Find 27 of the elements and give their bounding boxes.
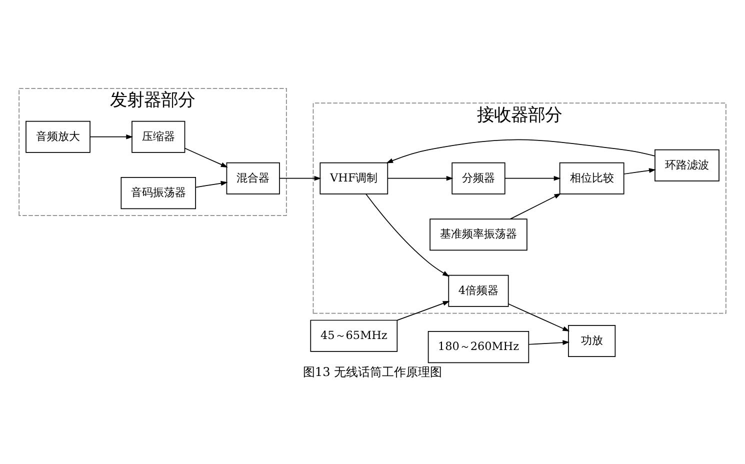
node-box: 基准频率振荡器 [430, 218, 528, 251]
node-box: 功放 [568, 325, 616, 358]
arrow [508, 303, 570, 332]
arrow [504, 176, 561, 181]
node-box: VHF调制 [320, 162, 388, 194]
arrow [279, 176, 322, 181]
arrow [396, 301, 450, 321]
caption: 图13 无线话筒工作原理图 [302, 364, 442, 379]
arrow [184, 148, 228, 168]
node-box: 45～65MHz [310, 320, 398, 352]
arrow [528, 340, 570, 345]
node-box: 音频放大 [26, 120, 90, 153]
node-box: 混合器 [226, 162, 280, 194]
arrow [624, 168, 656, 174]
arrow [386, 139, 656, 164]
arrow [90, 134, 134, 140]
node-box: 180～260MHz [428, 331, 530, 364]
arrow [510, 193, 562, 220]
arrow [387, 176, 454, 181]
node-box: 分频器 [452, 162, 506, 194]
node-box: 环路滤波 [654, 149, 720, 182]
arrow [195, 180, 228, 188]
node-box: 4倍频器 [448, 274, 509, 307]
node-box: 相位比较 [559, 162, 624, 194]
node-box: 音码振荡器 [120, 177, 196, 210]
arrow [366, 194, 450, 277]
node-box: 压缩器 [132, 120, 186, 153]
